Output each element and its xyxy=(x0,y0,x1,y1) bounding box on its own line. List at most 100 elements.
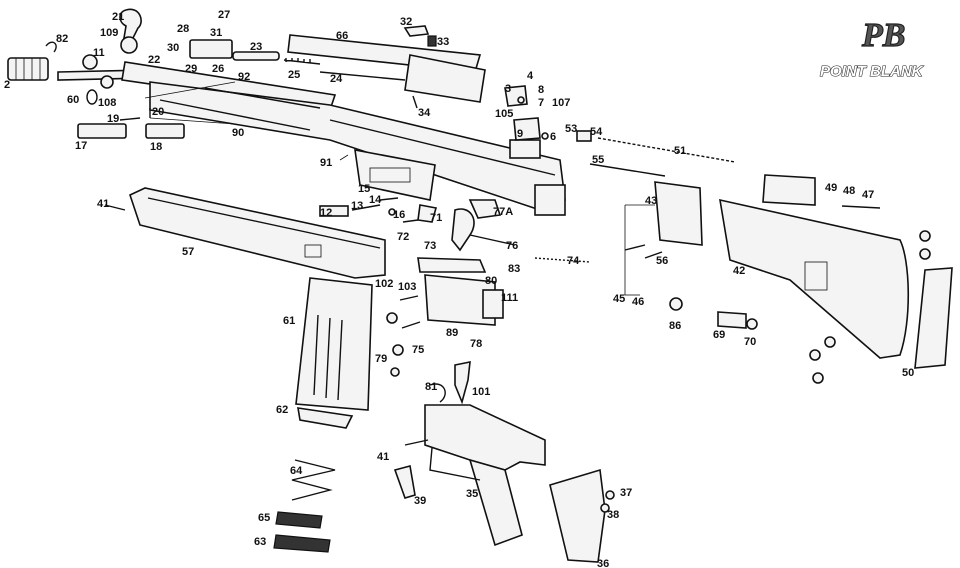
ejector-rod-part xyxy=(469,234,516,246)
callout-103: 103 xyxy=(398,281,416,293)
callout-46: 46 xyxy=(632,296,644,308)
callout-48: 48 xyxy=(843,185,855,197)
trigger-group xyxy=(386,199,615,563)
floorplate-part xyxy=(273,534,331,553)
callout-60: 60 xyxy=(67,94,79,106)
callout-102: 102 xyxy=(375,278,393,290)
logo-monogram: PB xyxy=(861,17,905,54)
flash-hider-part xyxy=(7,57,49,81)
firing-pin-part xyxy=(403,25,430,37)
callout-42: 42 xyxy=(733,265,745,277)
clamp-part xyxy=(319,205,349,217)
callout-22: 22 xyxy=(148,54,160,66)
callout-41-top: 41 xyxy=(97,198,109,210)
callout-61: 61 xyxy=(283,315,295,327)
callout-2: 2 xyxy=(4,79,10,91)
trigger-part xyxy=(454,361,471,405)
buffer-part xyxy=(669,297,683,311)
pistol-grip-part xyxy=(468,458,523,547)
pin-rod-part xyxy=(319,71,406,81)
callout-55: 55 xyxy=(592,154,604,166)
logo-name: POINT BLANK xyxy=(820,63,924,80)
callout-72: 72 xyxy=(397,231,409,243)
callout-50: 50 xyxy=(902,367,914,379)
collar-part xyxy=(82,54,98,70)
callout-66: 66 xyxy=(336,30,348,42)
callout-83: 83 xyxy=(508,263,520,275)
barrel-receiver-assembly xyxy=(7,8,566,216)
bracket-part xyxy=(145,123,185,139)
callout-7: 7 xyxy=(538,97,544,109)
spring-wire-part xyxy=(429,383,446,403)
callout-16: 16 xyxy=(393,209,405,221)
callout-37: 37 xyxy=(620,487,632,499)
callout-53: 53 xyxy=(565,123,577,135)
callout-91: 91 xyxy=(320,157,332,169)
callout-56: 56 xyxy=(656,255,668,267)
callout-9: 9 xyxy=(517,128,523,140)
callout-75: 75 xyxy=(412,344,424,356)
callout-15: 15 xyxy=(358,183,370,195)
callout-43: 43 xyxy=(645,195,657,207)
rear-sight-base-part xyxy=(509,139,541,159)
callout-29: 29 xyxy=(185,63,197,75)
follower-part xyxy=(297,407,354,429)
callout-34: 34 xyxy=(418,107,431,119)
callout-51: 51 xyxy=(674,145,686,157)
callout-111: 111 xyxy=(501,292,518,304)
callout-28: 28 xyxy=(177,23,189,35)
callout-20: 20 xyxy=(152,106,164,118)
callout-90: 90 xyxy=(232,127,244,139)
callout-38: 38 xyxy=(607,509,619,521)
spring-clip-part xyxy=(45,41,57,53)
magazine-body-part xyxy=(295,277,373,411)
ejector-spring-part xyxy=(534,257,591,263)
lever-part xyxy=(393,465,416,499)
callout-31: 31 xyxy=(210,27,222,39)
guide-rod-part xyxy=(589,163,666,177)
callout-101: 101 xyxy=(472,386,490,398)
callout-12: 12 xyxy=(320,207,332,219)
callout-77a: 77A xyxy=(493,206,513,218)
callout-81: 81 xyxy=(425,381,437,393)
callout-64: 64 xyxy=(290,465,303,477)
callout-45: 45 xyxy=(613,293,625,305)
callout-76: 76 xyxy=(506,240,518,252)
callout-41-bottom: 41 xyxy=(377,451,389,463)
cocking-lever-part xyxy=(232,51,280,61)
catch-part xyxy=(468,199,502,219)
callout-79: 79 xyxy=(375,353,387,365)
callout-47: 47 xyxy=(862,189,874,201)
callout-19: 19 xyxy=(107,113,119,125)
callout-62: 62 xyxy=(276,404,288,416)
buffer-spring-part xyxy=(717,311,747,329)
callout-82: 82 xyxy=(56,33,68,45)
magazine-group xyxy=(273,277,373,553)
callout-11: 11 xyxy=(93,47,105,59)
callout-57: 57 xyxy=(182,246,194,258)
callout-36: 36 xyxy=(597,558,609,568)
callout-71: 71 xyxy=(430,212,442,224)
bushing-part xyxy=(100,75,114,89)
point-blank-logo: PB POINT BLANK xyxy=(819,16,924,80)
callout-6: 6 xyxy=(550,131,556,143)
bolt-group xyxy=(189,25,541,141)
trigger-guard-part xyxy=(429,447,481,481)
callout-74: 74 xyxy=(567,255,580,267)
recoil-spring-group xyxy=(576,130,736,177)
callout-23: 23 xyxy=(250,41,262,53)
floorplate-insert-part xyxy=(275,511,323,529)
callout-24: 24 xyxy=(330,73,343,85)
cocking-handle-housing-part xyxy=(189,39,233,59)
callout-27: 27 xyxy=(218,9,230,21)
callout-18: 18 xyxy=(150,141,162,153)
magazine-well-part xyxy=(354,149,436,201)
callout-65: 65 xyxy=(258,512,270,524)
pack-part xyxy=(424,274,496,326)
callout-4: 4 xyxy=(527,70,534,82)
callout-107: 107 xyxy=(552,97,570,109)
grip-panel-part xyxy=(549,468,606,563)
rocker-part xyxy=(417,257,487,273)
buttstock-part xyxy=(719,198,910,359)
